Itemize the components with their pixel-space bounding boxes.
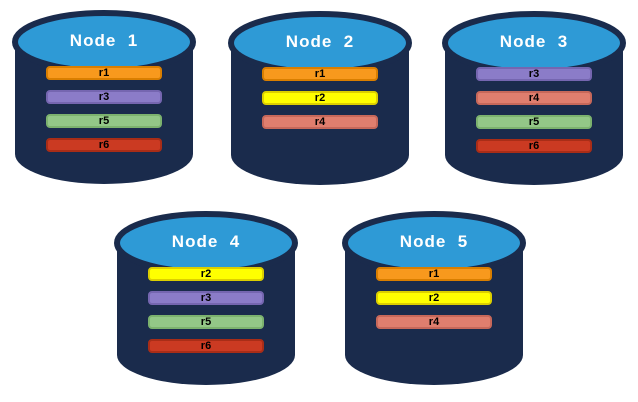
replica-bar-r1: r1	[46, 66, 162, 80]
node-title: Node 2	[285, 32, 355, 51]
replica-bar-list: r2 r3 r5 r6	[148, 267, 264, 353]
replica-bar-r2: r2	[262, 91, 378, 105]
node-5-cylinder: Node 5 r1 r2 r4	[342, 209, 526, 391]
node-3-cylinder: Node 3 r3 r4 r5 r6	[442, 9, 626, 191]
replica-bar-r6: r6	[148, 339, 264, 353]
replica-bar-r5: r5	[46, 114, 162, 128]
replica-bar-r4: r4	[262, 115, 378, 129]
node-1-cylinder: Node 1 r1 r3 r5 r6	[12, 8, 196, 190]
replica-bar-r3: r3	[476, 67, 592, 81]
node-title: Node 1	[69, 31, 139, 50]
replica-bar-list: r3 r4 r5 r6	[476, 67, 592, 153]
replica-bar-list: r1 r3 r5 r6	[46, 66, 162, 152]
node-title: Node 4	[171, 232, 241, 251]
replica-bar-list: r1 r2 r4	[262, 67, 378, 129]
replica-bar-r4: r4	[476, 91, 592, 105]
replica-bar-r5: r5	[148, 315, 264, 329]
replica-bar-r3: r3	[148, 291, 264, 305]
replica-bar-r4: r4	[376, 315, 492, 329]
replica-bar-list: r1 r2 r4	[376, 267, 492, 329]
replica-bar-r5: r5	[476, 115, 592, 129]
replica-bar-r1: r1	[376, 267, 492, 281]
node-title: Node 5	[399, 232, 469, 251]
replica-bar-r6: r6	[476, 139, 592, 153]
replica-bar-r2: r2	[148, 267, 264, 281]
node-title: Node 3	[499, 32, 569, 51]
node-4-cylinder: Node 4 r2 r3 r5 r6	[114, 209, 298, 391]
replica-bar-r3: r3	[46, 90, 162, 104]
node-2-cylinder: Node 2 r1 r2 r4	[228, 9, 412, 191]
replica-bar-r1: r1	[262, 67, 378, 81]
replica-bar-r6: r6	[46, 138, 162, 152]
replica-bar-r2: r2	[376, 291, 492, 305]
